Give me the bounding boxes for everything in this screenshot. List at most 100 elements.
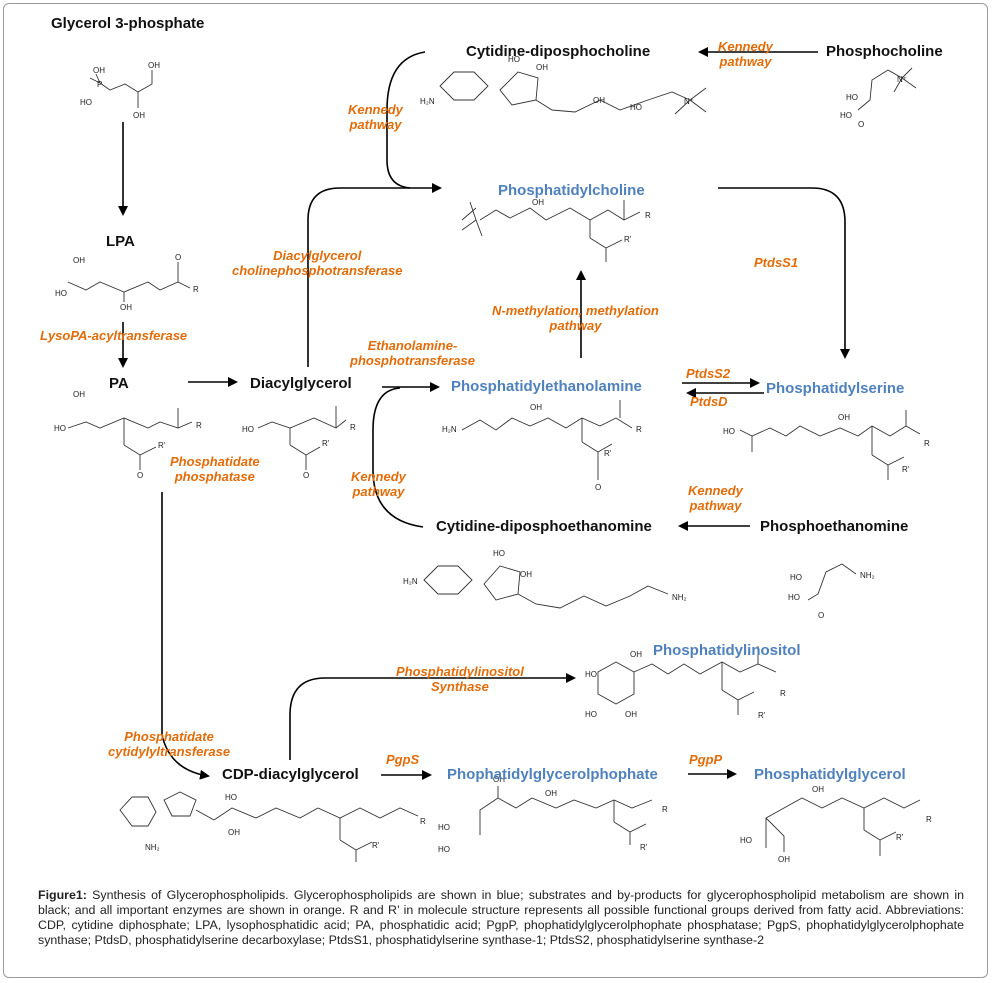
structure-pa: OH HO R R' O xyxy=(54,390,202,480)
svg-text:OH: OH xyxy=(630,650,642,659)
structure-pe: H₂N OH R R' O xyxy=(442,400,642,492)
svg-text:R': R' xyxy=(372,841,380,850)
enzyme-ethanolamine-phosphotransferase: Ethanolamine- phosphotransferase xyxy=(350,338,475,368)
arrow-cdpcholine-to-pc xyxy=(386,51,426,189)
molecule-glycerol-3-phosphate: Glycerol 3-phosphate xyxy=(51,15,205,32)
enzyme-kennedy-pathway-ethanolamine-left: Kennedy pathway xyxy=(351,469,406,499)
enzyme-diacylglycerol-cholinephosphotransferase: Diacylglycerol cholinephosphotransferase xyxy=(232,248,403,278)
svg-text:OH: OH xyxy=(93,66,105,75)
svg-text:R: R xyxy=(636,425,642,434)
arrow-pa-to-cdpdag xyxy=(161,492,210,780)
svg-text:R: R xyxy=(420,817,426,826)
svg-text:HO: HO xyxy=(740,836,752,845)
svg-text:HO: HO xyxy=(438,845,450,854)
svg-text:R: R xyxy=(645,211,651,220)
svg-text:HO: HO xyxy=(790,573,802,582)
molecule-pa: PA xyxy=(109,375,129,392)
enzyme-lysopa-acyltransferase: LysoPA-acyltransferase xyxy=(40,328,188,343)
svg-text:HO: HO xyxy=(438,823,450,832)
svg-text:OH: OH xyxy=(228,828,240,837)
molecule-diacylglycerol: Diacylglycerol xyxy=(250,375,352,392)
svg-text:R': R' xyxy=(624,235,632,244)
arrow-cdpetn-to-pe xyxy=(372,387,424,528)
caption-text: Synthesis of Glycerophospholipids. Glyce… xyxy=(38,888,964,947)
glycerophospholipid-phosphatidylcholine: Phosphatidylcholine xyxy=(498,182,645,199)
enzyme-kennedy-pathway-choline-left: Kennedy pathway xyxy=(348,102,403,132)
svg-text:O: O xyxy=(175,253,181,262)
svg-text:HO: HO xyxy=(80,98,92,107)
enzyme-phosphatidylinositol-synthase: Phosphatidylinositol Synthase xyxy=(396,664,524,694)
svg-text:O: O xyxy=(595,483,601,492)
svg-text:HO: HO xyxy=(55,289,67,298)
svg-text:N⁺: N⁺ xyxy=(897,75,907,84)
svg-text:O: O xyxy=(303,471,309,480)
structure-pi: OH HO HO OH R R' xyxy=(585,646,786,720)
svg-text:R: R xyxy=(193,285,199,294)
svg-text:R': R' xyxy=(896,833,904,842)
glycerophospholipid-phosphatidylethanolamine: Phosphatidylethanolamine xyxy=(451,378,642,395)
svg-text:R: R xyxy=(780,689,786,698)
svg-text:OH: OH xyxy=(73,256,85,265)
svg-text:HO: HO xyxy=(630,103,642,112)
svg-text:NH₂: NH₂ xyxy=(860,571,875,580)
figure-caption: Figure1: Synthesis of Glycerophospholipi… xyxy=(38,888,964,948)
svg-text:R: R xyxy=(924,439,930,448)
structure-dag: HO R R' O xyxy=(242,406,356,480)
molecule-lpa: LPA xyxy=(106,233,135,250)
caption-label: Figure1: xyxy=(38,888,87,902)
svg-text:HO: HO xyxy=(508,55,520,64)
svg-text:OH: OH xyxy=(120,303,132,312)
svg-text:HO: HO xyxy=(585,710,597,719)
svg-text:OH: OH xyxy=(778,855,790,864)
svg-text:R': R' xyxy=(902,465,910,474)
svg-text:R: R xyxy=(662,805,668,814)
structure-cdp-choline: H₂N HO OH OH HO N⁺ xyxy=(420,55,707,115)
svg-text:H₂N: H₂N xyxy=(403,577,418,586)
enzyme-n-methylation-pathway: N-methylation, methylation pathway xyxy=(492,303,659,333)
svg-text:OH: OH xyxy=(530,403,542,412)
structure-g3p: OH OH OH P HO xyxy=(80,61,160,120)
molecule-phosphocholine: Phosphocholine xyxy=(826,43,943,60)
enzyme-phosphatidate-phosphatase: Phosphatidate phosphatase xyxy=(170,454,260,484)
glycerophospholipid-phosphatidylglycerol: Phosphatidylglycerol xyxy=(754,766,906,783)
svg-text:O: O xyxy=(818,611,824,620)
svg-text:HO: HO xyxy=(788,593,800,602)
molecule-cdp-ethanolamine: Cytidine-diposphoethanomine xyxy=(436,518,652,535)
molecule-cdp-diacylglycerol: CDP-diacylglycerol xyxy=(222,766,359,783)
svg-text:R': R' xyxy=(604,449,612,458)
svg-text:NH₂: NH₂ xyxy=(145,843,160,852)
svg-text:HO: HO xyxy=(493,549,505,558)
structure-cdp-dag: NH₂ HO OH R R' xyxy=(119,791,426,862)
glycerophospholipid-phosphatidylserine: Phosphatidylserine xyxy=(766,380,905,397)
enzyme-ptdss1: PtdsS1 xyxy=(754,255,799,270)
svg-text:R: R xyxy=(350,423,356,432)
svg-text:OH: OH xyxy=(73,390,85,399)
figure-frame xyxy=(3,3,988,978)
enzyme-kennedy-pathway-ethanolamine-right: Kennedy pathway xyxy=(688,483,743,513)
molecule-phosphoethanolamine: Phosphoethanomine xyxy=(760,518,909,535)
svg-text:OH: OH xyxy=(493,775,505,784)
svg-text:O: O xyxy=(858,120,864,129)
svg-text:HO: HO xyxy=(585,670,597,679)
svg-text:N⁺: N⁺ xyxy=(684,97,694,106)
structure-pg: OH HO OH R R' xyxy=(740,785,932,864)
svg-text:NH₂: NH₂ xyxy=(672,593,687,602)
glycerophospholipid-phosphatidylglycerolphosphate: Phophatidylglycerolphophate xyxy=(447,766,658,783)
svg-text:HO: HO xyxy=(242,425,254,434)
svg-text:P: P xyxy=(97,80,102,89)
svg-text:OH: OH xyxy=(838,413,850,422)
svg-text:HO: HO xyxy=(225,793,237,802)
enzyme-pgps: PgpS xyxy=(386,752,420,767)
molecule-cdp-choline: Cytidine-diposphocholine xyxy=(466,43,651,60)
svg-text:OH: OH xyxy=(812,785,824,794)
svg-text:OH: OH xyxy=(593,96,605,105)
structure-pgp: OH OH HO HO R R' xyxy=(438,775,668,854)
svg-text:O: O xyxy=(137,471,143,480)
enzyme-ptdsd: PtdsD xyxy=(690,394,728,409)
svg-text:H₂N: H₂N xyxy=(420,97,435,106)
enzyme-ptdss2: PtdsS2 xyxy=(686,366,731,381)
structure-phosphocholine: HO HO N⁺ O xyxy=(840,67,917,129)
svg-text:H₂N: H₂N xyxy=(442,425,457,434)
svg-text:R: R xyxy=(926,815,932,824)
